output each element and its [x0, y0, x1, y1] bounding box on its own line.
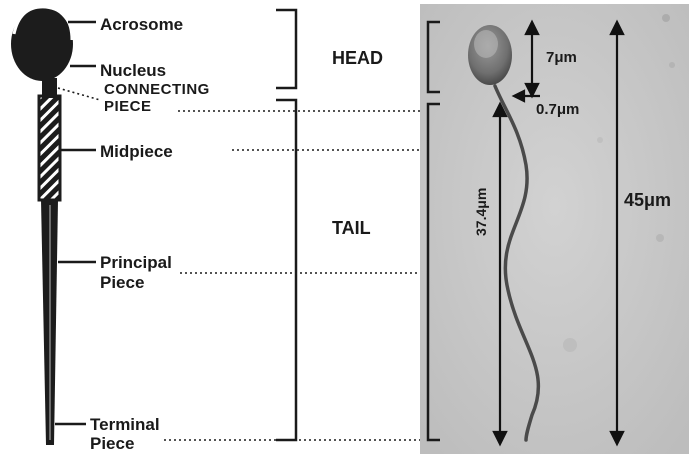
label-principal-2: Piece [100, 273, 144, 292]
dotted-connecting [58, 88, 100, 100]
region-label-tail: TAIL [332, 218, 371, 238]
label-acrosome: Acrosome [100, 15, 183, 34]
label-connecting-1: CONNECTING [104, 81, 210, 98]
measure-connecting: 0.7μm [536, 101, 579, 118]
label-nucleus: Nucleus [100, 61, 166, 80]
micrograph-panel [420, 4, 689, 454]
micrograph-background [420, 4, 689, 454]
label-principal-1: Principal [100, 253, 172, 272]
region-label-head: HEAD [332, 48, 383, 68]
region-brackets [276, 10, 296, 440]
part-labels: Acrosome Nucleus CONNECTING PIECE Midpie… [90, 15, 210, 453]
bracket-tail-left [276, 100, 296, 440]
schematic-connecting-piece [42, 78, 57, 98]
bracket-head-left [276, 10, 296, 88]
label-terminal-2: Piece [90, 434, 134, 453]
measure-tail: 37.4μm [473, 188, 489, 236]
label-midpiece: Midpiece [100, 142, 173, 161]
leader-lines [55, 22, 96, 424]
measure-head: 7μm [546, 49, 577, 66]
measure-total: 45μm [624, 190, 671, 210]
schematic-midpiece [39, 96, 60, 200]
label-connecting-2: PIECE [104, 98, 152, 115]
label-terminal-1: Terminal [90, 415, 160, 434]
sperm-schematic [11, 7, 73, 445]
